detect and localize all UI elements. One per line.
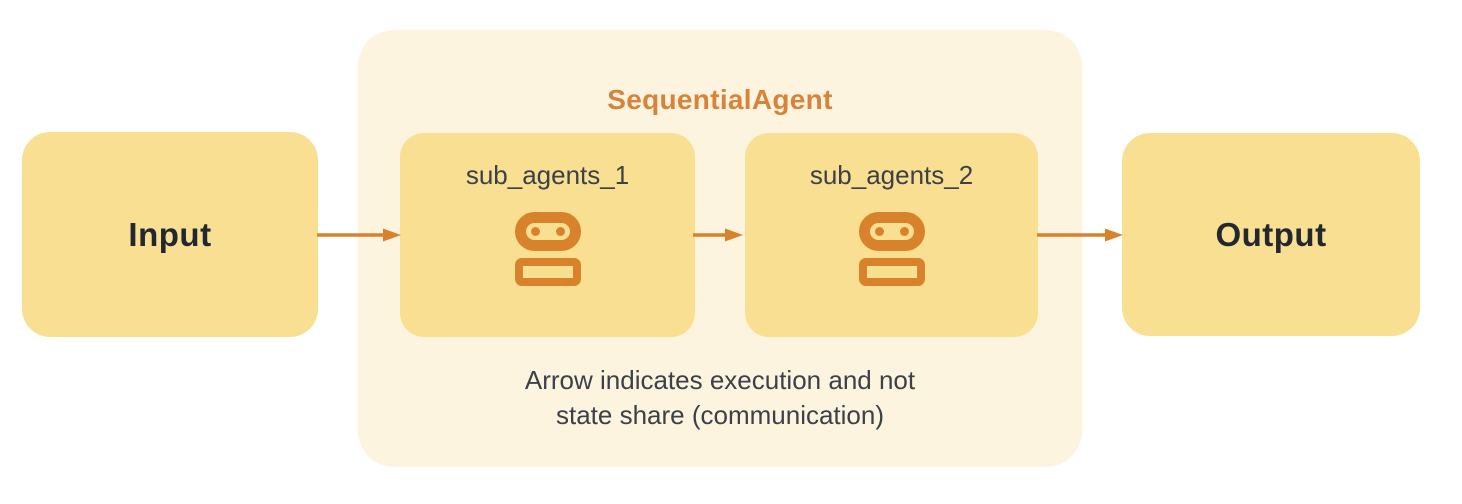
sequential-agent-container: SequentialAgent sub_agents_1 sub_agents_…: [358, 30, 1082, 467]
robot-icon: [858, 212, 925, 286]
arrow-sub2-to-output-icon: [1037, 228, 1123, 242]
sequential-agent-title: SequentialAgent: [607, 84, 833, 115]
sub-agent-node-1: sub_agents_1: [400, 133, 695, 337]
output-node-label: Output: [1215, 215, 1327, 253]
robot-icon: [514, 212, 581, 286]
note-line-1: Arrow indicates execution and not: [524, 365, 916, 395]
arrow-sub1-to-sub2-icon: [693, 228, 743, 242]
output-node: Output: [1122, 133, 1420, 336]
note-line-2: state share (communication): [555, 400, 885, 430]
sub-agent-node-2: sub_agents_2: [745, 133, 1038, 337]
sub-agent-2-label: sub_agents_2: [809, 160, 974, 190]
sub-agent-1-label: sub_agents_1: [465, 160, 630, 190]
input-node-label: Input: [128, 215, 212, 253]
note-text: Arrow indicates execution and not state …: [358, 363, 1082, 433]
arrow-input-to-sub1-icon: [317, 228, 401, 242]
input-node: Input: [22, 132, 318, 337]
